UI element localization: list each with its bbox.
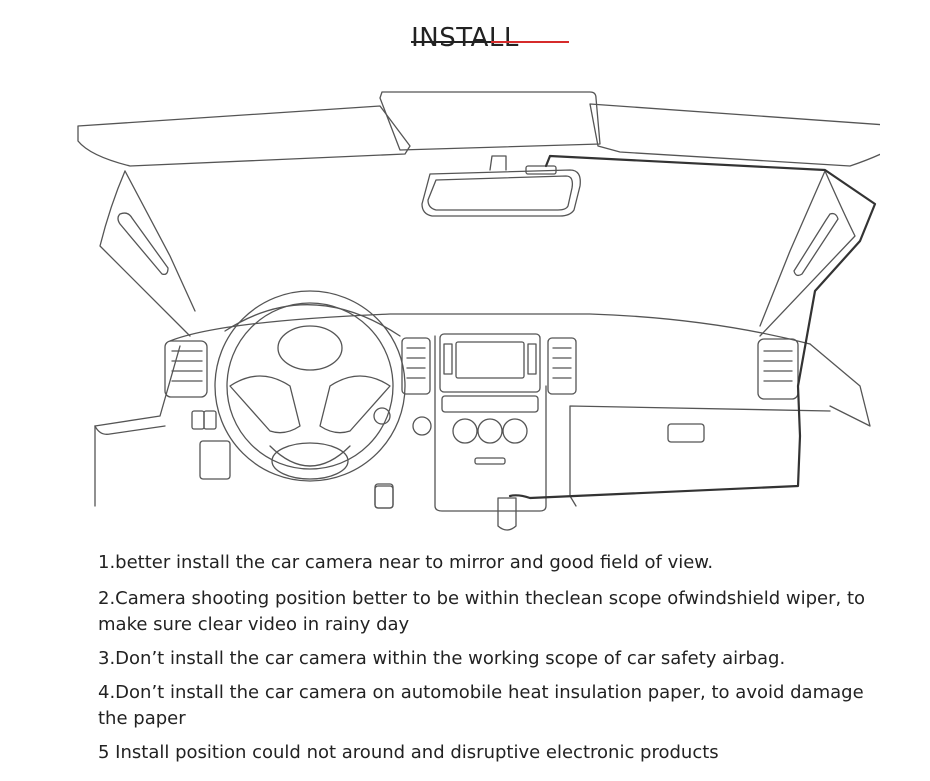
title-underline-accent [491, 41, 569, 43]
head-unit [439, 333, 541, 393]
glovebox-handle [667, 423, 705, 443]
page-title: INSTALL [411, 23, 519, 54]
left-air-vent [164, 340, 208, 398]
instruction-5: 5 Install position could not around and … [98, 742, 719, 763]
right-air-vent [757, 338, 799, 400]
usb-car-charger [497, 497, 517, 531]
center-visor [379, 91, 601, 151]
steering-wheel [214, 290, 406, 482]
right-pillar-handle [793, 212, 839, 277]
power-cable [508, 154, 877, 500]
title-underline [411, 41, 491, 43]
right-sun-visor [589, 103, 880, 167]
car-interior-illustration [77, 91, 880, 531]
left-pillar-handle [117, 212, 169, 276]
instruction-3: 3.Don’t install the car camera within th… [98, 648, 786, 669]
instruction-4: 4.Don’t install the car camera on automo… [98, 682, 864, 729]
instruction-1: 1.better install the car camera near to … [98, 552, 714, 573]
dash-camera [525, 165, 557, 175]
dashboard-top [169, 313, 811, 345]
instruction-list: 1.better install the car camera near to … [98, 550, 898, 774]
rearview-mirror [421, 169, 581, 217]
center-console [401, 333, 577, 512]
windshield-frame [99, 170, 856, 337]
left-sun-visor [77, 105, 411, 167]
instruction-2: 2.Camera shooting position better to be … [98, 588, 866, 635]
